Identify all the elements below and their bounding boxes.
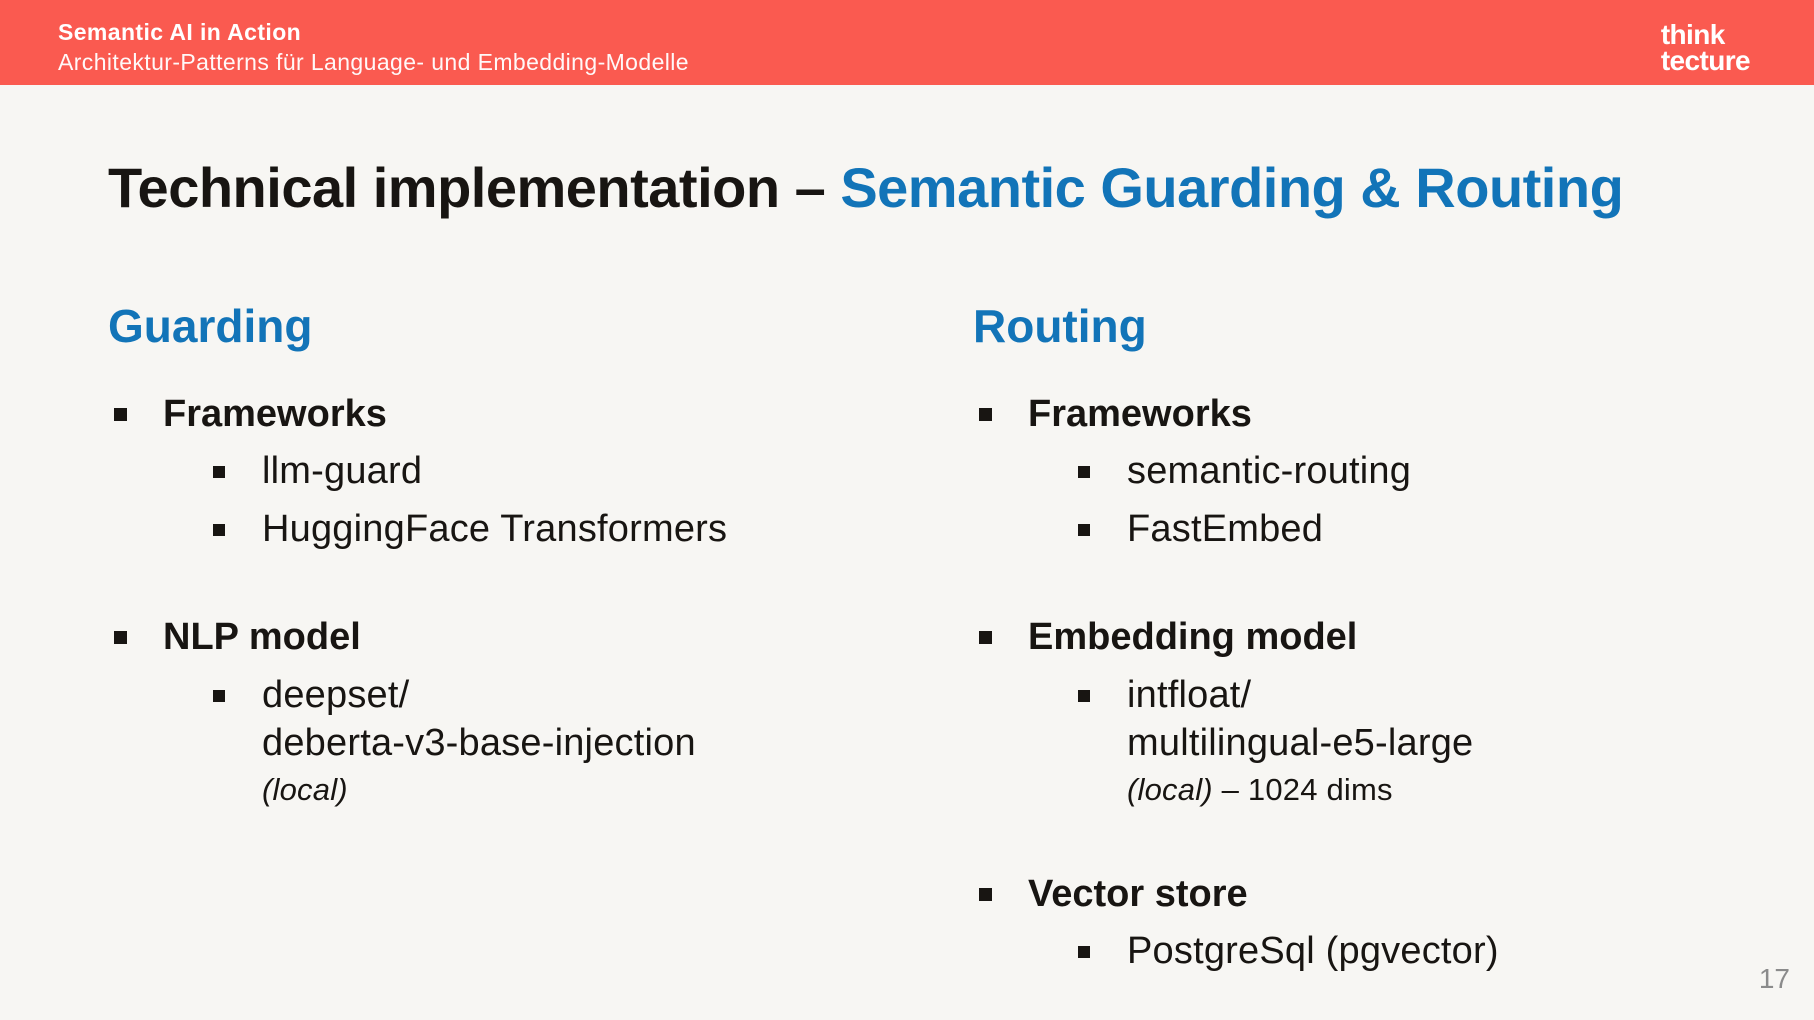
page-title-blue: Semantic Guarding & Routing xyxy=(840,156,1624,219)
deck-subtitle: Architektur-Patterns für Language- und E… xyxy=(58,49,689,75)
bullet-square-icon xyxy=(1078,524,1090,537)
model-note-rest: – 1024 dims xyxy=(1212,772,1393,808)
bullet-square-icon xyxy=(213,524,225,537)
list-item: llm-guard xyxy=(108,448,908,496)
bullet-square-icon xyxy=(979,407,992,421)
list-item: Frameworks xyxy=(973,391,1773,439)
list-item: Vector store xyxy=(973,871,1773,919)
page-title-black: Technical implementation – xyxy=(108,156,841,219)
routing-vector-store-group: Vector store PostgreSql (pgvector) xyxy=(973,871,1773,976)
list-item: semantic-routing xyxy=(973,448,1773,496)
guarding-column: Guarding Frameworks llm-guard HuggingFac… xyxy=(108,300,908,811)
list-item: deepset/ deberta-v3-base-injection (loca… xyxy=(108,672,908,811)
list-item-label: intfloat/ multilingual-e5-large (local) … xyxy=(1127,672,1473,811)
model-name-line-1: deepset/ xyxy=(262,673,410,716)
model-note-italic: (local) xyxy=(1127,772,1213,808)
bullet-square-icon xyxy=(114,407,127,421)
model-name-line-2: multilingual-e5-large xyxy=(1127,721,1474,764)
routing-frameworks-group: Frameworks semantic-routing FastEmbed xyxy=(973,391,1773,554)
page-number: 17 xyxy=(1758,963,1790,994)
list-item-label: llm-guard xyxy=(262,450,423,493)
guarding-frameworks-group: Frameworks llm-guard HuggingFace Transfo… xyxy=(108,391,908,554)
list-item: HuggingFace Transformers xyxy=(108,506,908,554)
list-item-label: Vector store xyxy=(1028,872,1248,915)
guarding-nlp-model-group: NLP model deepset/ deberta-v3-base-injec… xyxy=(108,614,908,811)
bullet-square-icon xyxy=(213,689,225,702)
bullet-square-icon xyxy=(1078,946,1090,959)
list-item: NLP model xyxy=(108,614,908,662)
list-item: intfloat/ multilingual-e5-large (local) … xyxy=(973,672,1773,811)
thinktecture-logo: think tecture xyxy=(1660,19,1751,77)
list-item-label: semantic-routing xyxy=(1127,450,1412,493)
list-item-label: HuggingFace Transformers xyxy=(262,508,728,551)
list-item-label: Frameworks xyxy=(1028,392,1252,435)
list-item: FastEmbed xyxy=(973,506,1773,554)
list-item-label: PostgreSql (pgvector) xyxy=(1127,930,1499,973)
list-item-label: NLP model xyxy=(163,616,361,659)
model-note-italic: (local) xyxy=(262,772,348,808)
routing-embedding-model-group: Embedding model intfloat/ multilingual-e… xyxy=(973,614,1773,811)
model-note: (local) – 1024 dims xyxy=(1127,770,1473,810)
bullet-square-icon xyxy=(979,887,992,901)
page-title: Technical implementation – Semantic Guar… xyxy=(108,155,1624,220)
list-item: Embedding model xyxy=(973,614,1773,662)
routing-column: Routing Frameworks semantic-routing Fast… xyxy=(973,300,1773,976)
guarding-heading: Guarding xyxy=(108,300,313,352)
bullet-square-icon xyxy=(213,466,225,479)
deck-title: Semantic AI in Action xyxy=(58,19,302,45)
bullet-square-icon xyxy=(979,631,992,645)
list-item: PostgreSql (pgvector) xyxy=(973,928,1773,976)
header-bar: Semantic AI in Action Architektur-Patter… xyxy=(0,0,1814,85)
list-item: Frameworks xyxy=(108,391,908,439)
list-item-label: FastEmbed xyxy=(1127,508,1324,551)
bullet-square-icon xyxy=(1078,466,1090,479)
model-name-line-2: deberta-v3-base-injection xyxy=(262,721,696,764)
logo-line-2: tecture xyxy=(1660,45,1751,77)
list-item-label: Frameworks xyxy=(163,392,387,435)
routing-heading: Routing xyxy=(973,300,1147,352)
model-name-line-1: intfloat/ xyxy=(1127,673,1252,716)
list-item-label: Embedding model xyxy=(1028,616,1358,659)
list-item-label: deepset/ deberta-v3-base-injection (loca… xyxy=(262,672,696,811)
logo-line-1: think xyxy=(1660,19,1725,50)
model-note: (local) xyxy=(262,770,696,810)
bullet-square-icon xyxy=(114,631,127,645)
bullet-square-icon xyxy=(1078,689,1090,702)
